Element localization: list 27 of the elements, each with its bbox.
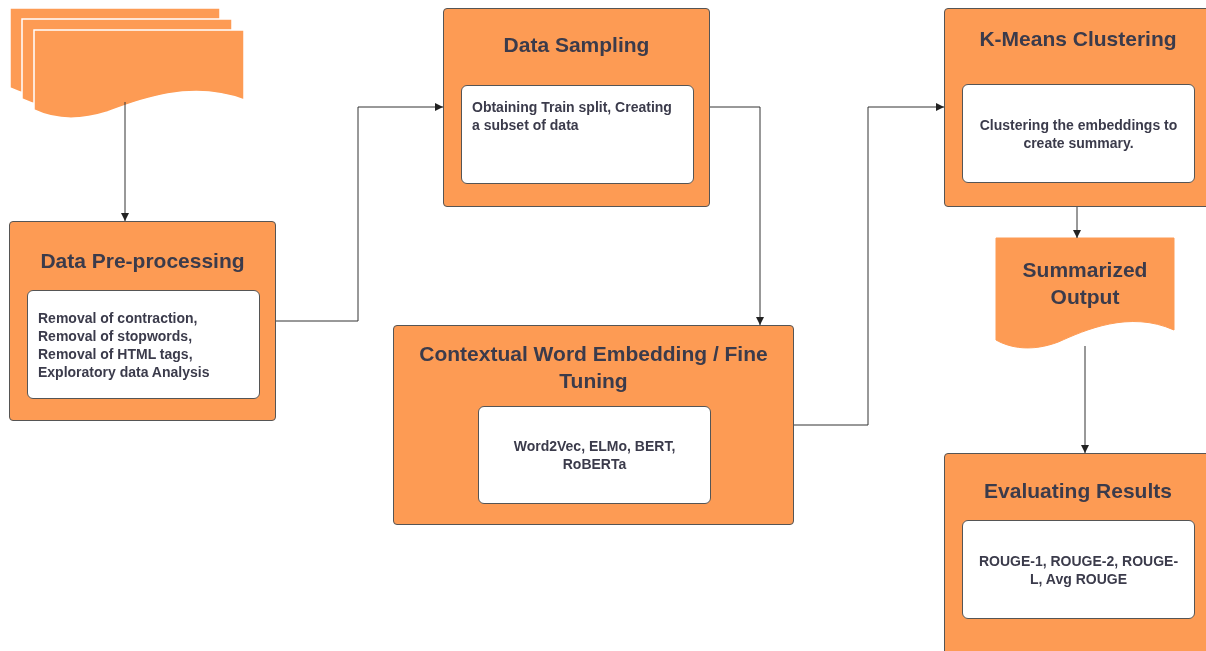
process-box [443,8,710,207]
process-box [944,8,1206,207]
arrow [793,103,945,426]
description-box [478,406,711,504]
description-text: Removal of contraction, Removal of stopwords, Removal of HTML tags, Exploratory data Analysis [38,308,211,381]
description-text: Word2Vec, ELMo, BERT, RoBERTa [512,437,677,473]
box-heading: Data Pre-processing [39,248,246,274]
document-label: Summarized Output [1021,257,1149,310]
process-box [944,453,1206,651]
description-text: Clustering the embeddings to create summary. [978,115,1179,152]
arrow [275,103,444,322]
arrow [1073,206,1081,239]
arrow [709,106,764,326]
description-box [461,85,694,184]
description-text: Obtaining Train split, Creating a subset of data [472,98,673,134]
description-box [962,520,1195,619]
process-box [393,325,794,525]
process-box [9,221,276,421]
box-heading: Data Sampling [502,32,651,58]
box-heading: K-Means Clustering [978,26,1178,52]
description-text: ROUGE-1, ROUGE-2, ROUGE-L, Avg ROUGE [977,551,1180,588]
box-heading: Evaluating Results [983,478,1173,504]
box-heading: Contextual Word Embedding / Fine Tuning [418,341,769,394]
arrow [1081,345,1089,454]
description-box [27,290,260,399]
arrow [121,101,129,222]
description-box [962,84,1195,183]
